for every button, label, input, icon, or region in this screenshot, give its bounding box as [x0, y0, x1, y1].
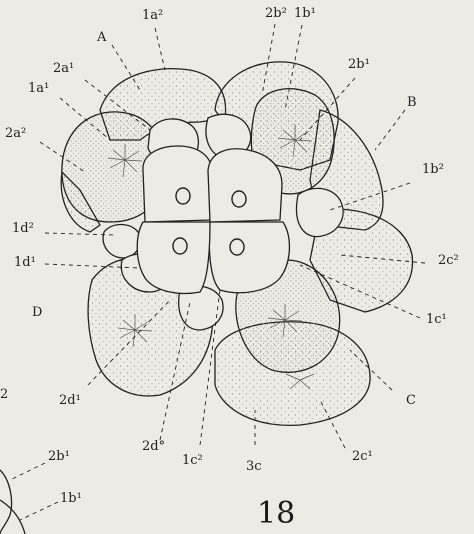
label-A: A: [97, 31, 106, 44]
label-2c1: 2c¹: [352, 450, 373, 463]
cell-1b2: [297, 188, 344, 236]
label-1d2: 1d²: [12, 222, 34, 235]
label-1a1: 1a¹: [28, 82, 49, 95]
label-3c: 3c: [246, 460, 262, 473]
figure-number: 18: [257, 496, 295, 531]
label-1c1: 1c¹: [426, 313, 447, 326]
label-1c2: 1c²: [182, 454, 203, 467]
macromere-b: [208, 149, 282, 222]
label-D: D: [32, 306, 42, 319]
label-2d1: 2d¹: [59, 394, 81, 407]
label-1d1: 1d¹: [14, 256, 36, 269]
partial-neighbor-figure: [0, 470, 25, 534]
label-edge-2: 2: [0, 388, 8, 401]
label-1b2: 1b²: [422, 163, 444, 176]
label-2d2: 2d°: [142, 440, 165, 453]
label-1a2: 1a²: [142, 9, 163, 22]
label-neighbor-2b1: 2b¹: [48, 450, 70, 463]
label-C: C: [406, 394, 416, 407]
label-1b1: 1b¹: [294, 7, 316, 20]
cell-1d2: [103, 225, 140, 259]
label-2a1: 2a¹: [53, 62, 74, 75]
label-2c2: 2c²: [438, 254, 459, 267]
label-2b2: 2b²: [265, 7, 287, 20]
label-neighbor-1b1: 1b¹: [60, 492, 82, 505]
label-2b1: 2b¹: [348, 58, 370, 71]
label-B: B: [407, 96, 417, 109]
macromere-a: [143, 146, 212, 222]
label-2a2: 2a²: [5, 127, 26, 140]
